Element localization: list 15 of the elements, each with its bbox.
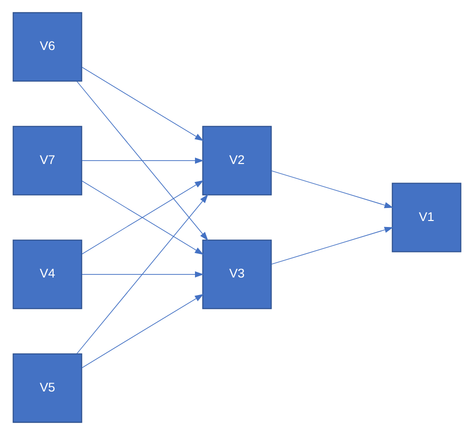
node-box: V4 — [12, 240, 82, 310]
arrow — [271, 226, 394, 265]
node-box: V7 — [12, 126, 82, 196]
node-box: V1 — [392, 182, 462, 252]
arrow — [271, 170, 394, 208]
node-box: V5 — [12, 353, 82, 423]
arrow — [82, 271, 204, 278]
arrow — [82, 158, 204, 164]
node-box: V2 — [202, 126, 272, 196]
node-box: V3 — [202, 240, 272, 310]
arrow — [76, 194, 208, 354]
arrow — [82, 294, 204, 368]
arrow — [76, 81, 208, 241]
node-box: V6 — [12, 12, 82, 82]
arrow — [82, 66, 204, 142]
